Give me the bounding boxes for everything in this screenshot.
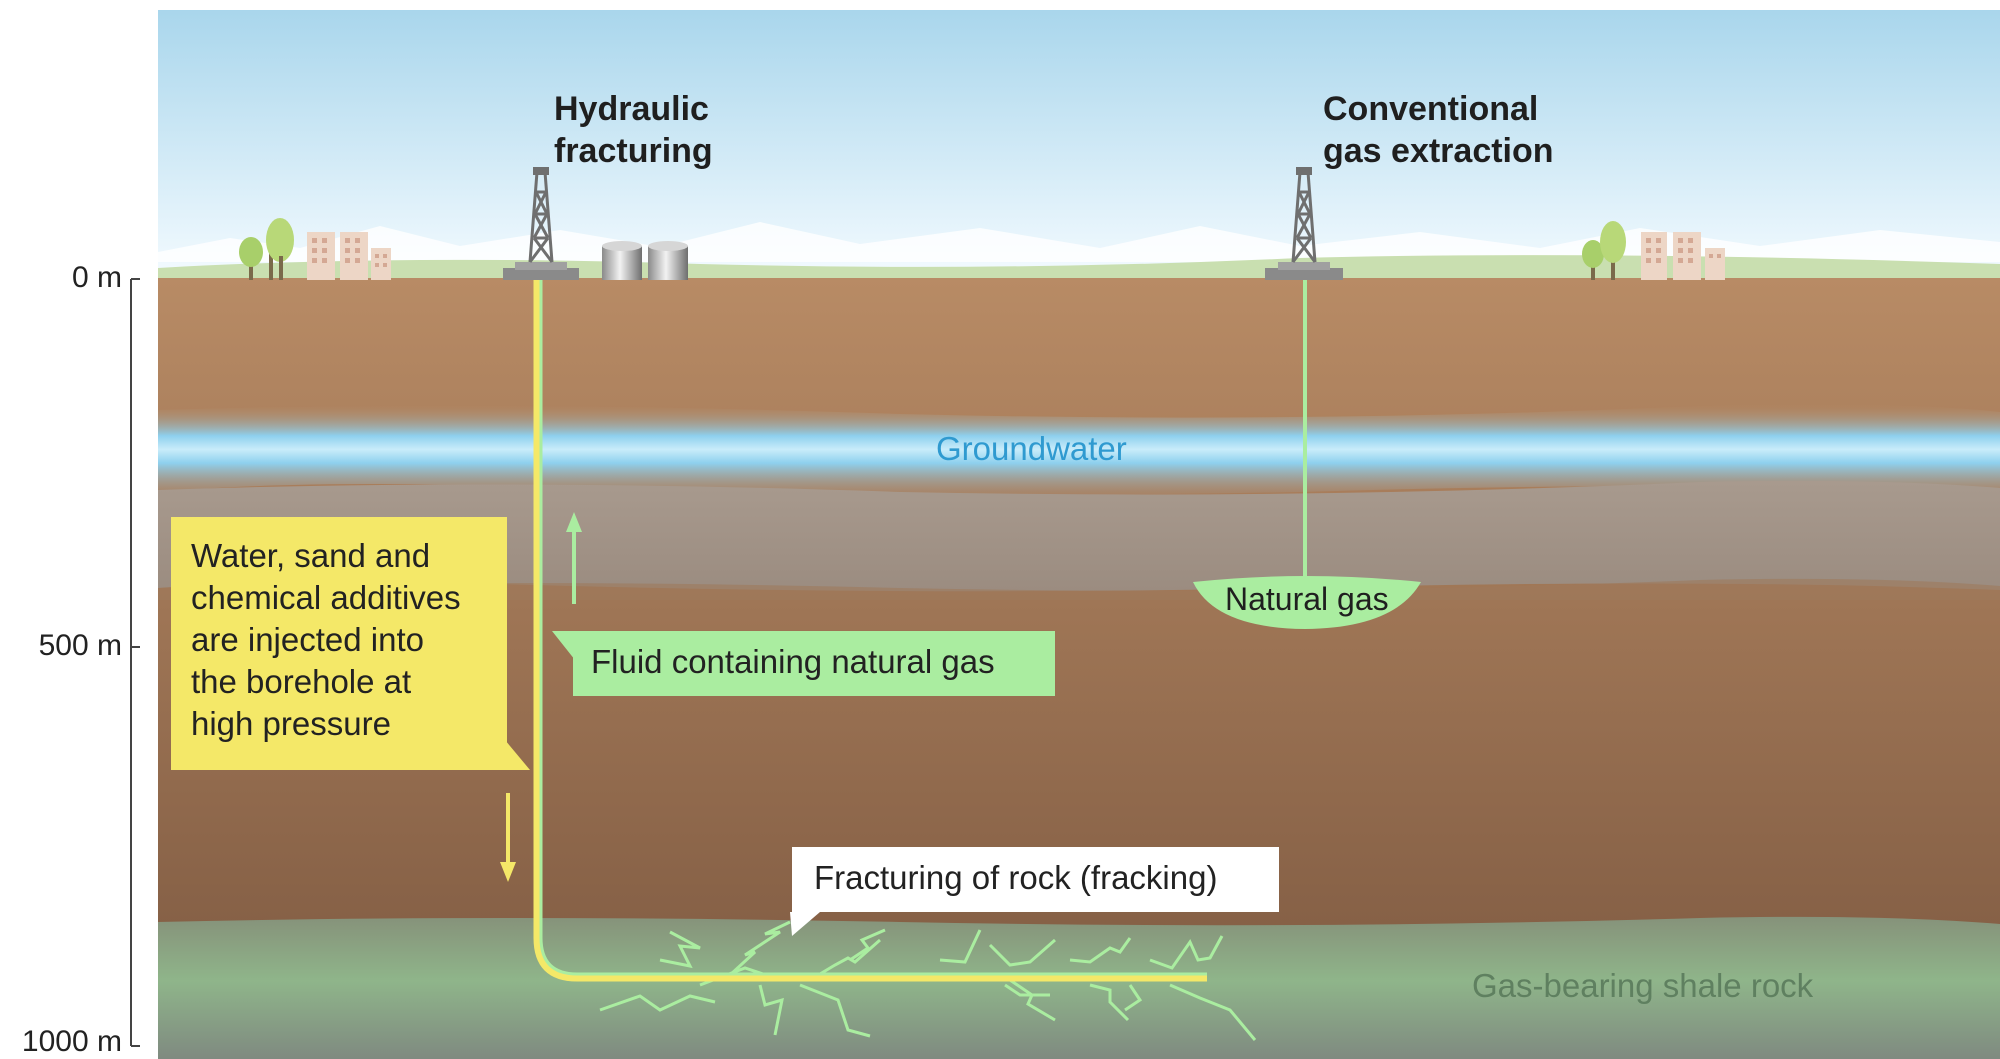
title-hydraulic-fracturing: Hydraulic fracturing xyxy=(554,88,713,172)
building-icon xyxy=(307,232,391,280)
title-hydraulic-line-2: fracturing xyxy=(554,132,713,170)
town-right xyxy=(1582,221,1725,280)
injection-line-4: the borehole at xyxy=(191,663,412,700)
depth-label-500: 500 m xyxy=(38,629,122,662)
injection-callout-pointer xyxy=(505,740,530,770)
fluid-callout-text: Fluid containing natural gas xyxy=(591,643,995,680)
title-conventional-extraction: Conventional gas extraction xyxy=(1323,88,1554,172)
injection-line-2: chemical additives xyxy=(191,579,461,616)
borehole-hydraulic xyxy=(533,280,1207,982)
injection-line-1: Water, sand and xyxy=(191,537,431,574)
derrick-icon xyxy=(1265,167,1343,280)
title-hydraulic-line-1: Hydraulic xyxy=(554,90,709,128)
fracturing-callout: Fracturing of rock (fracking) xyxy=(792,847,1279,912)
shale-rock-label: Gas-bearing shale rock xyxy=(1472,967,1814,1004)
rock-layer xyxy=(158,480,2000,592)
fracture-cracks xyxy=(599,920,1257,1041)
sky xyxy=(158,10,2000,280)
derrick-icon xyxy=(503,167,579,280)
tree-icon xyxy=(239,218,294,280)
fluid-callout-pointer xyxy=(552,631,575,660)
fracturing-callout-pointer xyxy=(790,912,820,936)
injection-line-5: high pressure xyxy=(191,705,391,742)
building-icon xyxy=(1641,232,1725,280)
title-conventional-line-1: Conventional xyxy=(1323,90,1539,128)
groundwater-label: Groundwater xyxy=(936,430,1127,467)
depth-label-1000: 1000 m xyxy=(21,1025,122,1058)
fracturing-callout-text: Fracturing of rock (fracking) xyxy=(814,859,1218,896)
depth-label-0: 0 m xyxy=(71,261,122,294)
natural-gas-pocket xyxy=(1193,576,1421,629)
groundwater-layer xyxy=(158,404,2000,495)
arrow-down-icon xyxy=(500,793,516,882)
shale-layer xyxy=(158,916,2000,1059)
injection-callout: Water, sand and chemical additives are i… xyxy=(171,517,507,770)
storage-tank-icon xyxy=(602,241,688,280)
injection-line-3: are injected into xyxy=(191,621,424,658)
fluid-callout: Fluid containing natural gas xyxy=(573,631,1055,696)
town-left xyxy=(239,218,391,280)
tree-icon xyxy=(1582,221,1626,280)
arrow-up-icon xyxy=(566,512,582,604)
depth-scale xyxy=(130,278,140,1047)
natural-gas-label: Natural gas xyxy=(1225,581,1389,617)
title-conventional-line-2: gas extraction xyxy=(1323,132,1554,170)
